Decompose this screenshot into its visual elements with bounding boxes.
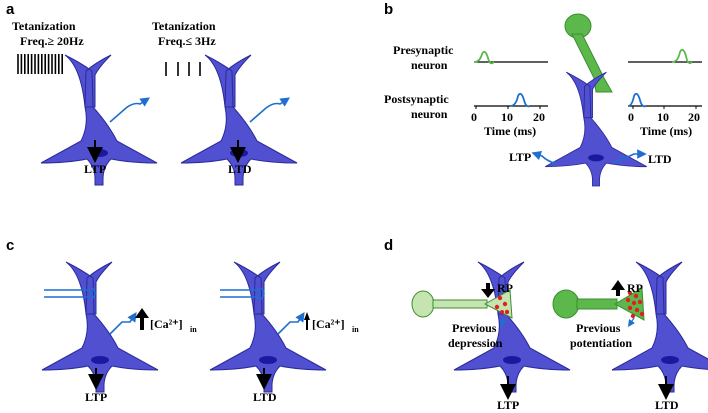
axon-input-c-left [109, 312, 137, 335]
rp-label-d-right: RP [627, 281, 643, 295]
rp-label-d-left: RP [497, 281, 513, 295]
ca-label-c-right: [Ca²⁺] [312, 317, 345, 331]
tick-left-20: 20 [533, 110, 545, 124]
ltp-branch-arrow [531, 150, 559, 165]
panel-c-label: c [6, 237, 14, 254]
panel-d-ltd-label: LTD [655, 398, 679, 412]
axon-input-c-right [277, 312, 305, 335]
caption-d-right-line2: potentiation [570, 336, 632, 350]
postsynaptic-label-line1: Postsynaptic [384, 92, 449, 106]
panel-d-ltp-label: LTP [497, 398, 519, 412]
tick-left-10: 10 [501, 110, 513, 124]
rp-down-arrow [481, 283, 495, 298]
panel-a-label: a [6, 1, 15, 18]
neuron-c-right [209, 261, 327, 393]
tick-left-0: 0 [471, 110, 477, 124]
panel-a-right-title-line1: Tetanization [152, 19, 216, 33]
panel-a-right-title-line2: Freq.≤ 3Hz [158, 34, 216, 48]
caption-d-left-line1: Previous [452, 321, 497, 335]
panel-a-left-title-line2: Freq.≥ 20Hz [20, 34, 84, 48]
panel-c: c [Ca²⁺] in [Ca²⁺] in [6, 237, 359, 404]
caption-d-right-line1: Previous [576, 321, 621, 335]
axon-input-a-left [109, 97, 150, 123]
high-frequency-stimulus-train [17, 54, 64, 74]
panel-c-ltp-label: LTP [85, 390, 107, 404]
spine-inputs-c-right [220, 287, 265, 300]
panel-a: a Tetanization Freq.≥ 20Hz Tetanization … [6, 1, 298, 186]
presynaptic-terminal-d-right [552, 287, 645, 321]
axon-input-a-right [249, 97, 290, 123]
presynaptic-label-line2: neuron [411, 58, 448, 72]
ca-subscript-c-left: in [190, 325, 197, 334]
time-axis-label-left: Time (ms) [484, 124, 536, 138]
presynaptic-terminal-d-left [411, 289, 513, 319]
panel-a-left-title-line1: Tetanization [12, 19, 76, 33]
panel-b-ltd-label: LTD [648, 152, 672, 166]
post-spike-right [627, 92, 647, 108]
panel-d: d RP Previous depression [384, 237, 708, 412]
low-frequency-stimulus-train [165, 62, 201, 76]
panel-b-label: b [384, 1, 393, 18]
panel-d-label: d [384, 237, 393, 254]
post-spike-left [509, 92, 531, 108]
panel-a-ltd-label: LTD [228, 162, 252, 176]
tick-right-20: 20 [688, 110, 700, 124]
spine-inputs-c-left [44, 287, 96, 300]
ca-increase-arrow-large [135, 308, 149, 330]
ltd-branch-arrow [613, 149, 647, 163]
caption-d-left-line2: depression [448, 336, 503, 350]
tick-right-10: 10 [657, 110, 669, 124]
ca-label-c-left: [Ca²⁺] [150, 317, 183, 331]
vesicles-few [494, 295, 510, 315]
release-arrow-d-right [628, 317, 635, 327]
time-axis-label-right: Time (ms) [640, 124, 692, 138]
panel-a-ltp-label: LTP [84, 162, 106, 176]
ca-subscript-c-right: in [352, 325, 359, 334]
tick-right-0: 0 [628, 110, 634, 124]
presynaptic-label-line1: Presynaptic [393, 43, 454, 57]
presynaptic-neuron-b [564, 13, 613, 93]
pre-spike-right [671, 48, 693, 65]
vesicles-many [625, 290, 645, 319]
ca-increase-arrow-small [304, 312, 310, 330]
postsynaptic-label-line2: neuron [411, 107, 448, 121]
release-arrow-d-left [499, 317, 507, 328]
pre-spike-left [473, 50, 495, 65]
panel-b: b Presynaptic neuron Postsynaptic neuron… [384, 1, 702, 187]
rp-up-arrow [611, 280, 625, 296]
panel-b-ltp-label: LTP [509, 150, 531, 164]
panel-c-ltd-label: LTD [253, 390, 277, 404]
